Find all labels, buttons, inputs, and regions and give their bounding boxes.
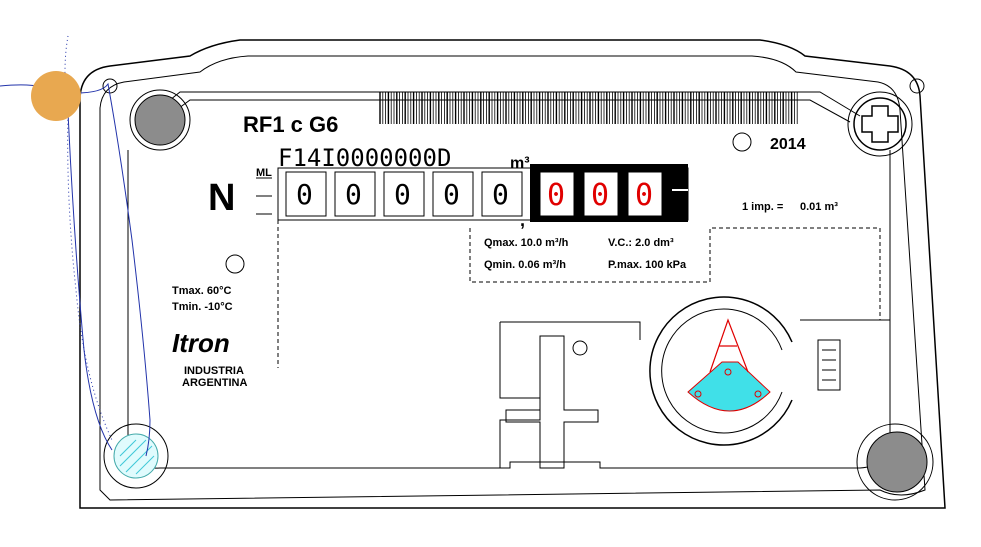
center-post-pin [572,340,588,356]
bottom-right-screw [856,423,934,501]
ml-mark: ML [256,167,272,179]
wire-three [67,111,113,451]
bottom-left-screw [103,423,169,489]
dial-ring-inner [661,308,783,434]
left-reference-circle [225,254,245,274]
counter-digit-black: 0 [296,178,313,211]
sensor-fan [687,361,771,412]
side-tab [817,339,841,391]
counter-wheel-red [583,171,619,217]
counter-digit-red: 0 [635,178,653,213]
barcode-strip [379,92,798,124]
impulse-value: 0.01 m³ [800,201,838,213]
top-right-screw [847,91,913,157]
temp-min: Tmin. -10°C [172,301,233,313]
spec-qmax: Qmax. 10.0 m³/h [484,237,569,249]
counter-wheel-red [539,171,575,217]
reference-circle [732,132,752,152]
counter-wheel-black [334,171,376,217]
unit-label: m³ [510,155,530,172]
bottom-left-screw-hatch [119,439,155,475]
counter-wheel-red [627,171,663,217]
left-lug-hole [102,78,118,94]
counter-wheel-black [383,171,425,217]
spec-qmin: Qmin. 0.06 m³/h [484,259,566,271]
counter-digit-black: 0 [492,178,509,211]
counter-digit-black: 0 [345,178,362,211]
dial-ring-outer [649,296,793,446]
brand-line-1: INDUSTRIA [184,365,244,377]
decimal-mark: , [520,210,525,230]
impulse-label: 1 imp. = [742,201,783,213]
temp-max: Tmax. 60°C [172,285,231,297]
housing-outline [79,39,946,509]
brand-line-2: ARGENTINA [182,377,247,389]
housing-inner-outline [99,55,926,501]
bottom-left-screw-head [113,433,159,479]
counter-wheel-black [432,171,474,217]
top-left-screw [129,89,191,151]
serial-number: F14I0000000D [278,144,451,172]
mechanism-recess [499,322,541,468]
counter-digit-red: 0 [547,178,565,213]
right-lug-hole [909,78,925,94]
counter-digit-red: 0 [591,178,609,213]
cross-screw-icon [861,105,899,143]
spec-vc: V.C.: 2.0 dm³ [608,237,674,249]
center-post [505,335,599,469]
sensor-a-icon [709,318,749,373]
model-label: RF1 c G6 [243,112,338,137]
counter-wheel-black [481,171,523,217]
counter-digit-black: 0 [443,178,460,211]
n-mark-icon: N [208,177,235,219]
top-left-screw-head [134,94,186,146]
counter-digit-black: 0 [394,178,411,211]
year-label: 2014 [770,136,806,153]
spec-pmax: P.max. 100 kPa [608,259,687,271]
bottom-right-screw-head [866,431,928,493]
dial-housing [500,319,890,340]
orange-marker [31,71,81,121]
spec-box [469,227,881,320]
itron-logo: Itron [172,328,230,358]
counter-wheel-black [285,171,327,217]
top-right-screw-head [853,97,907,151]
